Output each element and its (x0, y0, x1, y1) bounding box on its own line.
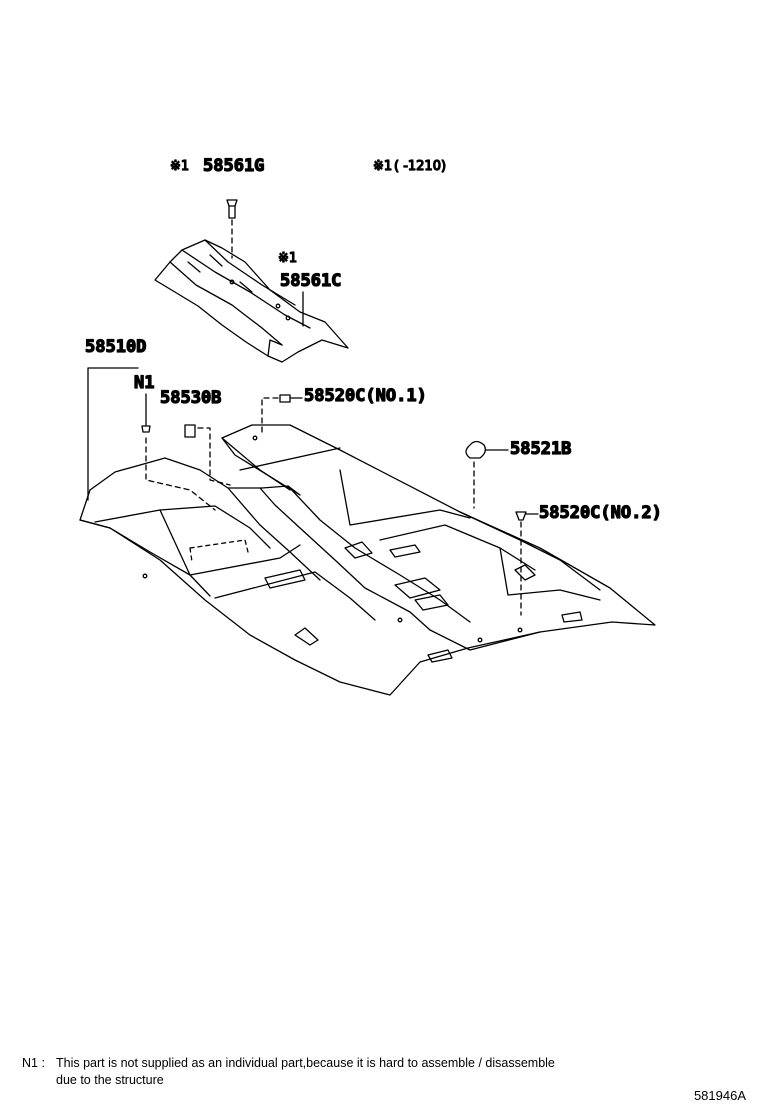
footnote-key: N1 : (22, 1056, 45, 1070)
tunnel-insulator-58561C (154, 239, 349, 363)
note-mark: ※1 (373, 159, 392, 174)
label-N1: N1 (134, 373, 154, 393)
label-58561C-mark: ※1 (278, 251, 297, 266)
label-58520C-no2: 58520C(NO.2) (539, 503, 662, 523)
label-58521B: 58521B (510, 439, 571, 459)
label-58530B: 58530B (160, 388, 221, 408)
floor-carpet-58510D (79, 424, 656, 696)
label-58561C: 58561C (280, 271, 341, 291)
label-58510D: 58510D (85, 337, 146, 357)
label-58561G: 58561G (203, 156, 264, 176)
note-range: ( -1210) (394, 159, 446, 174)
footnote-line2: due to the structure (56, 1073, 164, 1087)
footnote-line1: This part is not supplied as an individu… (56, 1056, 555, 1070)
footnote: N1 : This part is not supplied as an indi… (22, 1055, 662, 1089)
label-58520C-no1: 58520C(NO.1) (304, 386, 427, 406)
bolt-58561G (226, 199, 238, 259)
leader-lines (87, 367, 539, 616)
label-58561G-mark: ※1 (170, 159, 189, 174)
illustration-code: 581946A (693, 1088, 746, 1103)
